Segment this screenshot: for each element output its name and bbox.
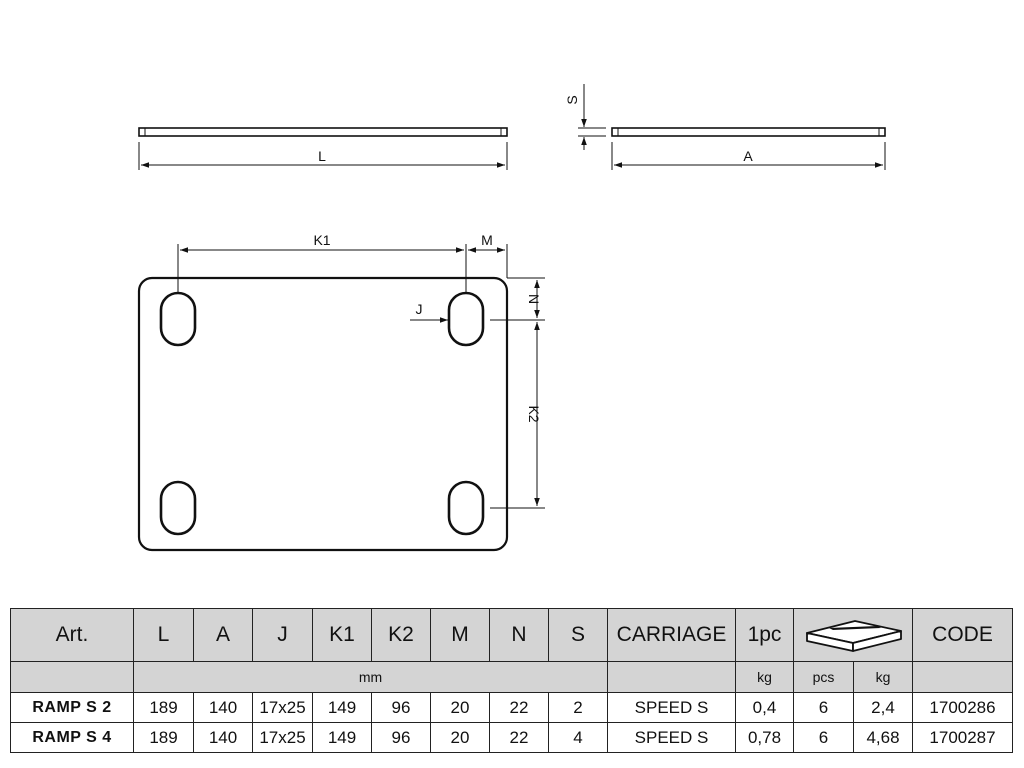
cell-A: 140	[193, 722, 253, 753]
unit-kg-1pc: kg	[735, 661, 794, 693]
technical-drawing: L A S K1	[137, 84, 886, 552]
cell-pack-weight: 2,4	[853, 692, 913, 723]
dimension-label-L: L	[318, 148, 326, 164]
cell-K2: 96	[371, 692, 431, 723]
cell-art: RAMP S 4	[10, 722, 134, 753]
header-L: L	[133, 608, 194, 662]
header-1pc: 1pc	[735, 608, 794, 662]
header-row: Art. L A J K1 K2 M N S CARRIAGE 1pc	[10, 608, 1013, 662]
cell-code: 1700286	[912, 692, 1013, 723]
unit-carriage-empty	[607, 661, 736, 693]
cell-J: 17x25	[252, 692, 313, 723]
header-pack	[793, 608, 913, 662]
header-M: M	[430, 608, 490, 662]
cell-L: 189	[133, 692, 194, 723]
unit-code-empty	[912, 661, 1013, 693]
dimension-label-S: S	[564, 95, 580, 104]
unit-art-empty	[10, 661, 134, 693]
cell-weight-1pc: 0,78	[735, 722, 794, 753]
header-K2: K2	[371, 608, 431, 662]
cell-A: 140	[193, 692, 253, 723]
dimension-label-M: M	[481, 232, 493, 248]
header-N: N	[489, 608, 549, 662]
header-code: CODE	[912, 608, 1013, 662]
cell-code: 1700287	[912, 722, 1013, 753]
plate-edge-profile	[138, 127, 508, 137]
cell-K1: 149	[312, 722, 372, 753]
cell-L: 189	[133, 722, 194, 753]
cell-carriage: SPEED S	[607, 692, 736, 723]
header-J: J	[252, 608, 313, 662]
header-S: S	[548, 608, 608, 662]
plate-edge-profile-width	[611, 127, 886, 137]
unit-row: mm kg pcs kg	[10, 661, 1013, 693]
side-view-width	[578, 84, 886, 170]
slot-hole-top-right	[447, 291, 485, 347]
header-A: A	[193, 608, 253, 662]
table-row: RAMP S 4 189 140 17x25 149 96 20 22 4 SP…	[10, 722, 1013, 753]
unit-mm: mm	[133, 661, 608, 693]
cell-M: 20	[430, 692, 490, 723]
cell-carriage: SPEED S	[607, 722, 736, 753]
table-row: RAMP S 2 189 140 17x25 149 96 20 22 2 SP…	[10, 692, 1013, 723]
slot-hole-bottom-left	[159, 480, 197, 536]
dimension-label-A: A	[743, 148, 753, 164]
dimension-label-K1: K1	[313, 232, 330, 248]
cell-art: RAMP S 2	[10, 692, 134, 723]
header-carriage: CARRIAGE	[607, 608, 736, 662]
slot-hole-bottom-right	[447, 480, 485, 536]
unit-pcs: pcs	[793, 661, 854, 693]
dimension-label-N: N	[526, 294, 542, 304]
unit-kg-pack: kg	[853, 661, 913, 693]
cell-J: 17x25	[252, 722, 313, 753]
dimension-label-J: J	[416, 301, 423, 317]
cell-K2: 96	[371, 722, 431, 753]
slot-hole-top-left	[159, 291, 197, 347]
cell-M: 20	[430, 722, 490, 753]
cell-N: 22	[489, 722, 549, 753]
plate-outline	[137, 276, 509, 552]
cell-S: 2	[548, 692, 608, 723]
cell-K1: 149	[312, 692, 372, 723]
header-K1: K1	[312, 608, 372, 662]
cell-pack-count: 6	[793, 692, 854, 723]
cell-pack-weight: 4,68	[853, 722, 913, 753]
specification-table: Art. L A J K1 K2 M N S CARRIAGE 1pc	[10, 608, 1013, 753]
header-art: Art.	[10, 608, 134, 662]
cell-pack-count: 6	[793, 722, 854, 753]
top-view-plate	[137, 244, 545, 552]
cell-weight-1pc: 0,4	[735, 692, 794, 723]
dimension-label-K2: K2	[526, 405, 542, 422]
side-view-length	[138, 127, 508, 170]
cell-S: 4	[548, 722, 608, 753]
cell-N: 22	[489, 692, 549, 723]
carton-box-icon	[806, 620, 902, 652]
